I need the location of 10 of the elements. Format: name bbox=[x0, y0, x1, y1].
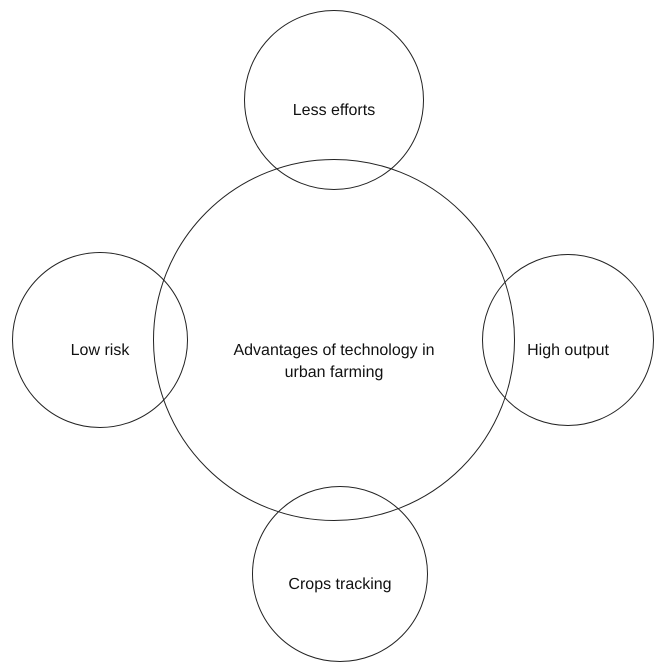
circle-node bbox=[244, 10, 424, 190]
circle-label: Advantages of technology in urban farming bbox=[232, 341, 436, 383]
circle-node bbox=[12, 252, 188, 428]
circle-node bbox=[482, 254, 654, 426]
circle-label: High output bbox=[526, 341, 610, 361]
circle-node bbox=[153, 159, 515, 521]
circle-node bbox=[252, 486, 428, 662]
circle-label: Crops tracking bbox=[287, 575, 393, 595]
circle-label: Low risk bbox=[70, 341, 130, 361]
circle-label: Less efforts bbox=[292, 101, 376, 121]
